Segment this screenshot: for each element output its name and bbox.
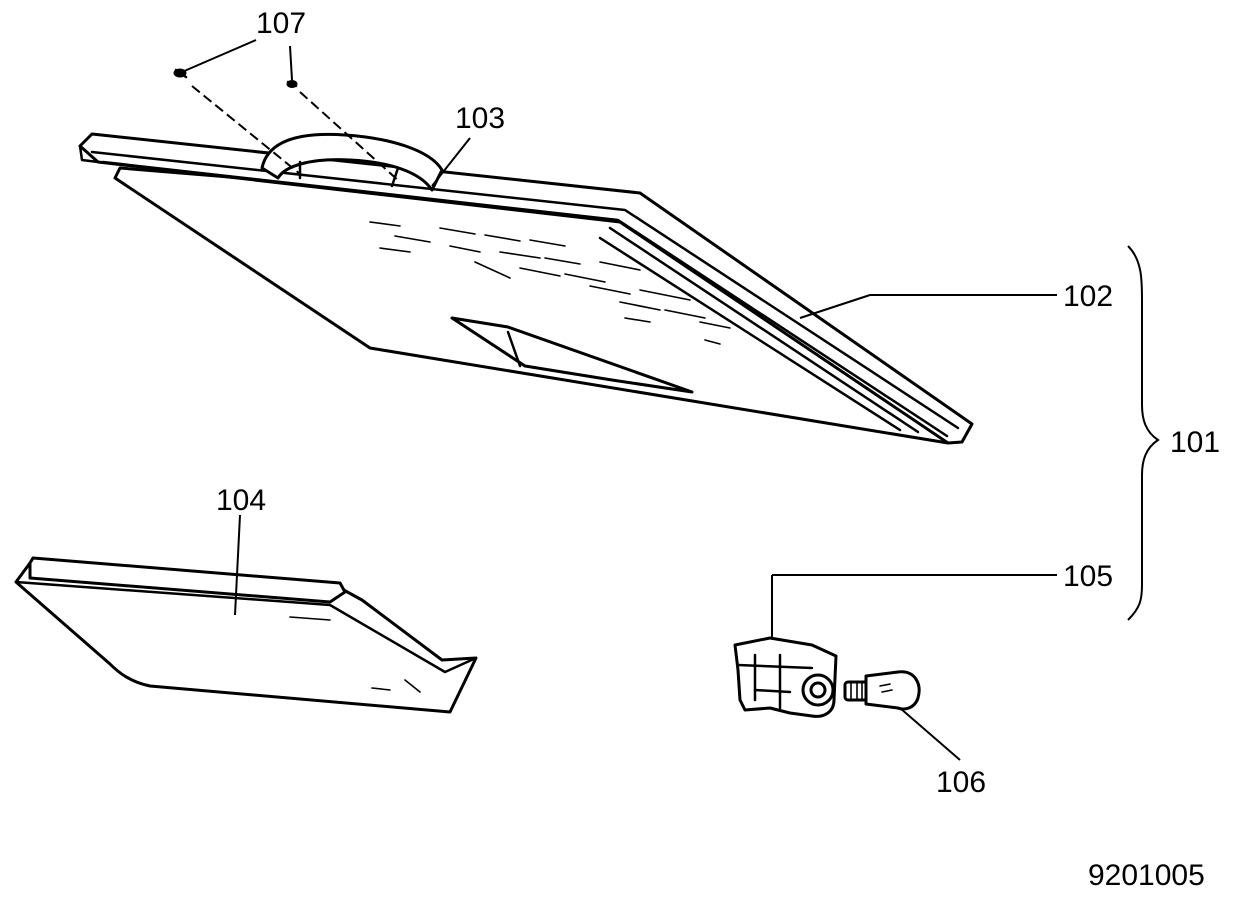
bulb-106 — [843, 670, 921, 711]
screws-107 — [173, 68, 401, 183]
callout-104: 104 — [216, 484, 266, 517]
leader-lines — [181, 39, 1160, 761]
vent-marks — [369, 221, 731, 345]
callout-103: 103 — [455, 102, 505, 135]
callout-102: 102 — [1063, 280, 1113, 313]
cover-panel-102 — [78, 132, 974, 445]
callout-labels: 107 103 102 101 104 105 106 9201005 — [216, 7, 1220, 892]
callout-101: 101 — [1170, 426, 1220, 459]
callout-106: 106 — [936, 766, 986, 799]
callout-105: 105 — [1063, 560, 1113, 593]
handle-103 — [260, 132, 444, 192]
callout-107: 107 — [256, 7, 306, 40]
diffuser-104 — [14, 556, 478, 714]
lamp-socket-105 — [733, 636, 838, 718]
drawing-number: 9201005 — [1088, 859, 1205, 892]
